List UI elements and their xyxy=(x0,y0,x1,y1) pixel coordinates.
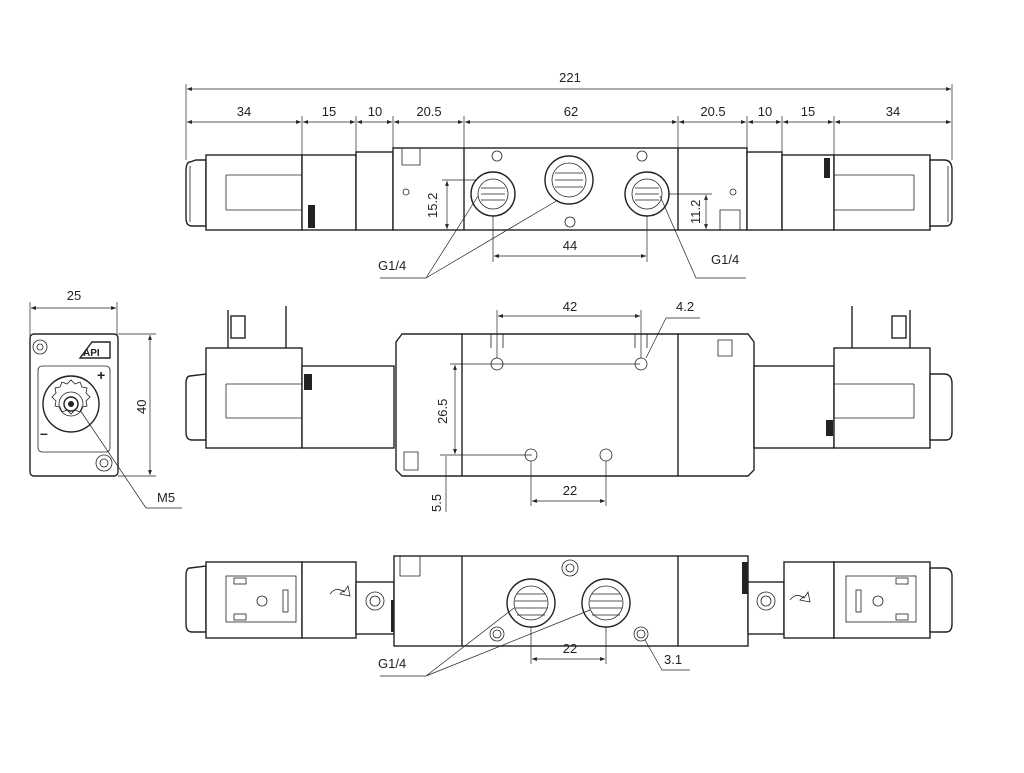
mount-hole xyxy=(633,626,649,642)
connector-pin xyxy=(230,315,246,339)
mount-hole xyxy=(636,150,648,162)
right-spacer xyxy=(746,151,783,231)
right-solenoid-coil xyxy=(833,154,931,231)
left-adapter xyxy=(301,561,357,639)
valve-body xyxy=(392,147,748,231)
bottom-port-left xyxy=(506,578,556,628)
right-adapter xyxy=(753,365,835,449)
left-solenoid-coil xyxy=(205,561,303,639)
side-height-label: 40 xyxy=(134,400,149,414)
left-adapter xyxy=(301,365,395,449)
connector-pin xyxy=(891,315,907,339)
bottom-offset-label: 5.5 xyxy=(429,494,444,512)
valve-body xyxy=(395,333,755,477)
mount-hole xyxy=(489,626,505,642)
port-spacing-label: 44 xyxy=(563,238,577,253)
segment-label-7: 10 xyxy=(758,104,772,119)
port-height-right-label: 11.2 xyxy=(688,200,703,224)
segment-label-6: 20.5 xyxy=(700,104,725,119)
port-height-left-label: 15.2 xyxy=(425,193,440,218)
left-solenoid-coil xyxy=(205,154,303,231)
corner-screw xyxy=(95,454,113,472)
mount-hole xyxy=(564,216,576,228)
segment-label-3: 10 xyxy=(368,104,382,119)
right-adapter xyxy=(783,561,835,639)
top-view: 221 34 15 10 20.5 62 20.5 10 15 34 xyxy=(185,70,953,279)
plus-sign: + xyxy=(97,367,105,383)
bottom-thread-label: G1/4 xyxy=(378,656,406,671)
hole-spacing-bottom-label: 22 xyxy=(563,483,577,498)
bottom-port-spacing-label: 22 xyxy=(563,641,577,656)
thread-left-label: G1/4 xyxy=(378,258,406,273)
segment-label-9: 34 xyxy=(886,104,900,119)
vertical-spacing-label: 26.5 xyxy=(435,399,450,424)
front-view: 42 4.2 26.5 5.5 22 xyxy=(185,299,953,512)
side-width-label: 25 xyxy=(67,288,81,303)
corner-screw xyxy=(32,339,48,355)
svg-text:API: API xyxy=(83,348,100,359)
hole-spacing-top-label: 42 xyxy=(563,299,577,314)
right-end-cap xyxy=(929,373,953,441)
hole-diameter-label: 4.2 xyxy=(676,299,694,314)
mount-hole xyxy=(491,150,503,162)
port-center xyxy=(544,155,594,205)
minus-sign: – xyxy=(40,425,48,441)
left-pilot-block xyxy=(355,581,395,635)
api-logo: API xyxy=(78,341,111,359)
pilot-hole xyxy=(729,188,737,196)
segment-label-1: 34 xyxy=(237,104,251,119)
bottom-hole-diameter-label: 3.1 xyxy=(664,652,682,667)
bottom-view: 22 G1/4 3.1 xyxy=(185,555,953,677)
manual-override-knob xyxy=(42,375,100,433)
thread-right-label: G1/4 xyxy=(711,252,739,267)
m5-label: M5 xyxy=(157,490,175,505)
segment-label-2: 15 xyxy=(322,104,336,119)
right-end-cap xyxy=(929,567,953,633)
overall-width-label: 221 xyxy=(559,70,581,85)
pilot-hole xyxy=(402,188,410,196)
valve-body xyxy=(393,555,749,647)
segment-label-4: 20.5 xyxy=(416,104,441,119)
port-left xyxy=(470,171,516,217)
mount-hole xyxy=(561,559,579,577)
left-solenoid-coil xyxy=(205,347,303,449)
left-end-cap xyxy=(185,373,207,441)
side-view: 25 API + – 40 M5 xyxy=(29,288,182,509)
segment-label-5: 62 xyxy=(564,104,578,119)
right-solenoid-coil xyxy=(833,347,931,449)
left-end-cap xyxy=(185,159,207,227)
left-end-cap xyxy=(185,565,207,633)
valve-end-face xyxy=(29,333,119,477)
right-solenoid-coil xyxy=(833,561,931,639)
right-pilot-block xyxy=(747,581,785,635)
right-end-cap xyxy=(929,159,953,227)
left-spacer xyxy=(355,151,394,231)
segment-label-8: 15 xyxy=(801,104,815,119)
